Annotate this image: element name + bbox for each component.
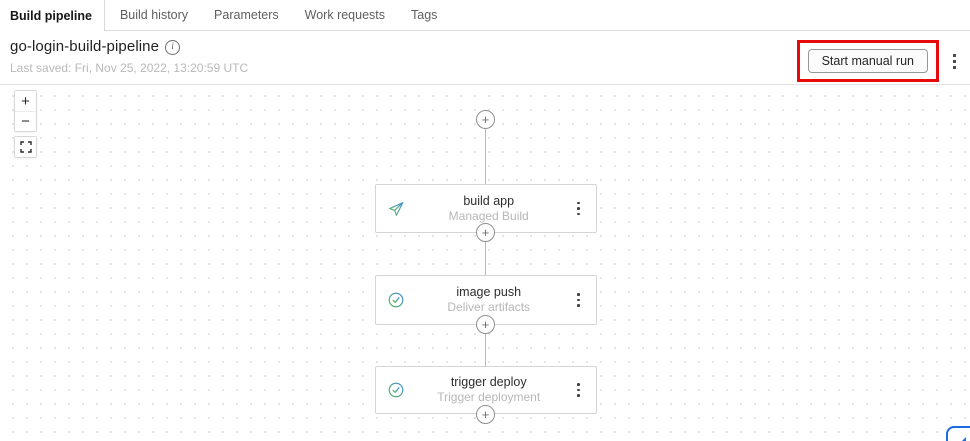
add-stage-button[interactable]: + [476,110,495,129]
stage-kebab-icon[interactable] [571,198,586,220]
stage-title: image push [456,285,522,299]
feedback-widget-icon[interactable] [946,426,970,441]
stage-text: image push Deliver artifacts [406,285,571,315]
stage-subtitle: Deliver artifacts [447,300,531,314]
stage-title: trigger deploy [450,375,527,389]
last-saved-text: Last saved: Fri, Nov 25, 2022, 13:20:59 … [10,61,249,75]
stage-kebab-icon[interactable] [571,289,586,311]
stage-subtitle: Trigger deployment [437,390,541,404]
header-left: go-login-build-pipeline i Last saved: Fr… [10,38,248,75]
page-header: go-login-build-pipeline i Last saved: Fr… [0,31,970,85]
stage-title: build app [463,193,515,208]
tab-work-requests[interactable]: Work requests [304,8,386,22]
pipeline-connector-line [485,120,486,415]
check-circle-icon [386,380,406,400]
add-stage-button[interactable]: + [476,405,495,424]
canvas-zoom-controls: + − [14,90,37,158]
tab-build-history[interactable]: Build history [119,8,189,22]
add-stage-button[interactable]: + [476,315,495,334]
check-circle-icon [386,290,406,310]
tab-build-pipeline[interactable]: Build pipeline [0,0,105,31]
add-stage-button[interactable]: + [476,223,495,242]
zoom-out-button[interactable]: − [15,111,36,131]
header-actions: Start manual run [796,40,962,82]
stage-subtitle: Managed Build [448,208,529,223]
stage-kebab-icon[interactable] [571,379,586,401]
stage-text: build app Managed Build [406,194,571,224]
zoom-in-button[interactable]: + [15,91,36,111]
tab-bar: Build pipeline Build history Parameters … [0,0,970,31]
page-actions-kebab-icon[interactable] [947,50,962,73]
page-title: go-login-build-pipeline [10,38,160,55]
info-icon[interactable]: i [165,39,181,55]
pipeline-canvas[interactable]: + − + + + + [0,85,970,441]
tab-parameters[interactable]: Parameters [214,8,279,22]
fit-to-screen-icon [19,141,32,153]
annotation-highlight-box: Start manual run [796,40,939,82]
tab-strip: Build history Parameters Work requests T… [104,0,970,31]
stage-text: trigger deploy Trigger deployment [406,375,571,405]
stage-card-trigger-deploy[interactable]: trigger deploy Trigger deployment [375,366,597,414]
start-manual-run-button[interactable]: Start manual run [807,49,928,73]
paper-plane-icon [386,199,406,219]
tab-tags[interactable]: Tags [411,8,438,22]
fit-to-screen-button[interactable] [15,137,36,157]
